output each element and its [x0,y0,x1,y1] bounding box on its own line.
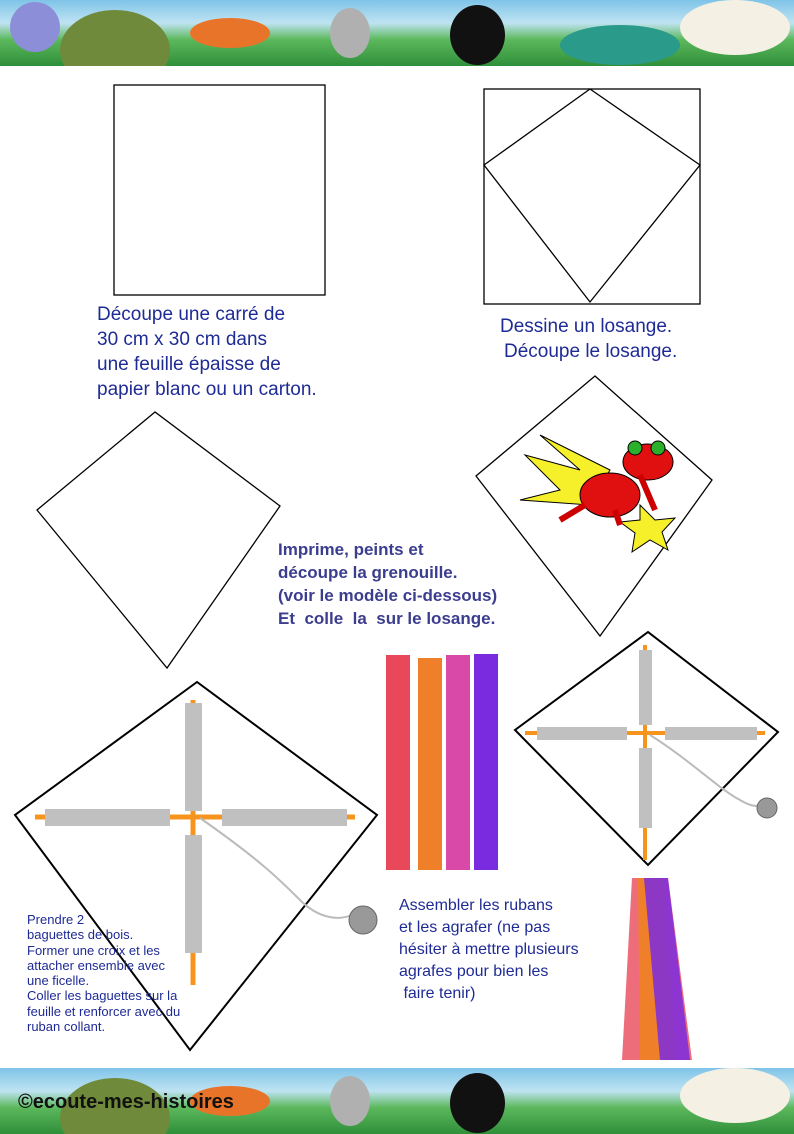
text-line: baguettes de bois. [27,927,134,943]
text-line: Dessine un losange. [500,316,673,337]
text-line: Imprime, peints et [278,540,424,559]
step3-instructions: Imprime, peints et découpe la grenouille.… [278,538,497,630]
ribbons [386,654,498,870]
kite-frame-large [13,680,379,1052]
text-line: (voir le modèle ci-dessous) [278,586,498,605]
penguin-illustration [450,1073,505,1133]
text-line: Coller les baguettes sur la [27,988,178,1004]
paper-square-with-rhombus [483,88,701,305]
footer-banner [0,1068,794,1134]
paper-square [113,84,326,296]
rhombus-with-frog [475,375,713,638]
text-line: papier blanc ou un carton. [97,379,317,400]
text-line: Prendre 2 [27,912,85,927]
text-line: Découpe le losange. [504,341,678,362]
fox-illustration [190,1086,270,1116]
text-line: une feuille épaisse de [97,354,281,375]
text-line: découpe la grenouille. [278,563,458,582]
goat-illustration [330,8,370,58]
text-line: hésiter à mettre plusieurs [399,941,579,958]
copyright-label: ©ecoute-mes-histoires [18,1091,234,1113]
frog-illustration [519,434,677,554]
polar-bear-illustration [680,1068,790,1123]
donkey-illustration [10,2,60,52]
text-line: Assembler les rubans [399,897,553,914]
text-line: une ficelle. [27,973,90,989]
rhombus-outline [483,88,701,304]
header-banner [0,0,794,66]
text-line: Former une croix et les [27,942,160,958]
text-line: feuille et renforcer avec du [27,1003,181,1019]
text-line: faire tenir) [399,985,476,1002]
goat-illustration [330,1076,370,1126]
text-line: agrafes pour bien les [399,963,549,980]
penguin-illustration [450,5,505,65]
fox-illustration [190,18,270,48]
step2-instructions: Dessine un losange. Découpe le losange. [500,314,677,364]
kite-frame-finished [513,630,780,1060]
text-line: Et colle la sur le losange. [278,609,496,628]
bush-illustration [60,10,170,66]
cut-rhombus [36,411,281,670]
pond-illustration [560,25,680,65]
text-line: ruban collant. [27,1019,106,1035]
text-line: Découpe une carré de [97,304,286,325]
step5-instructions: Assembler les rubans et les agrafer (ne p… [399,895,579,1005]
text-line: 30 cm x 30 cm dans [97,329,268,350]
text-line: et les agrafer (ne pas [399,919,551,936]
polar-bear-illustration [680,0,790,55]
bush-illustration [60,1078,170,1134]
step1-instructions: Découpe une carré de 30 cm x 30 cm dans un… [97,302,317,402]
text-line: attacher ensemble avec [27,957,166,973]
